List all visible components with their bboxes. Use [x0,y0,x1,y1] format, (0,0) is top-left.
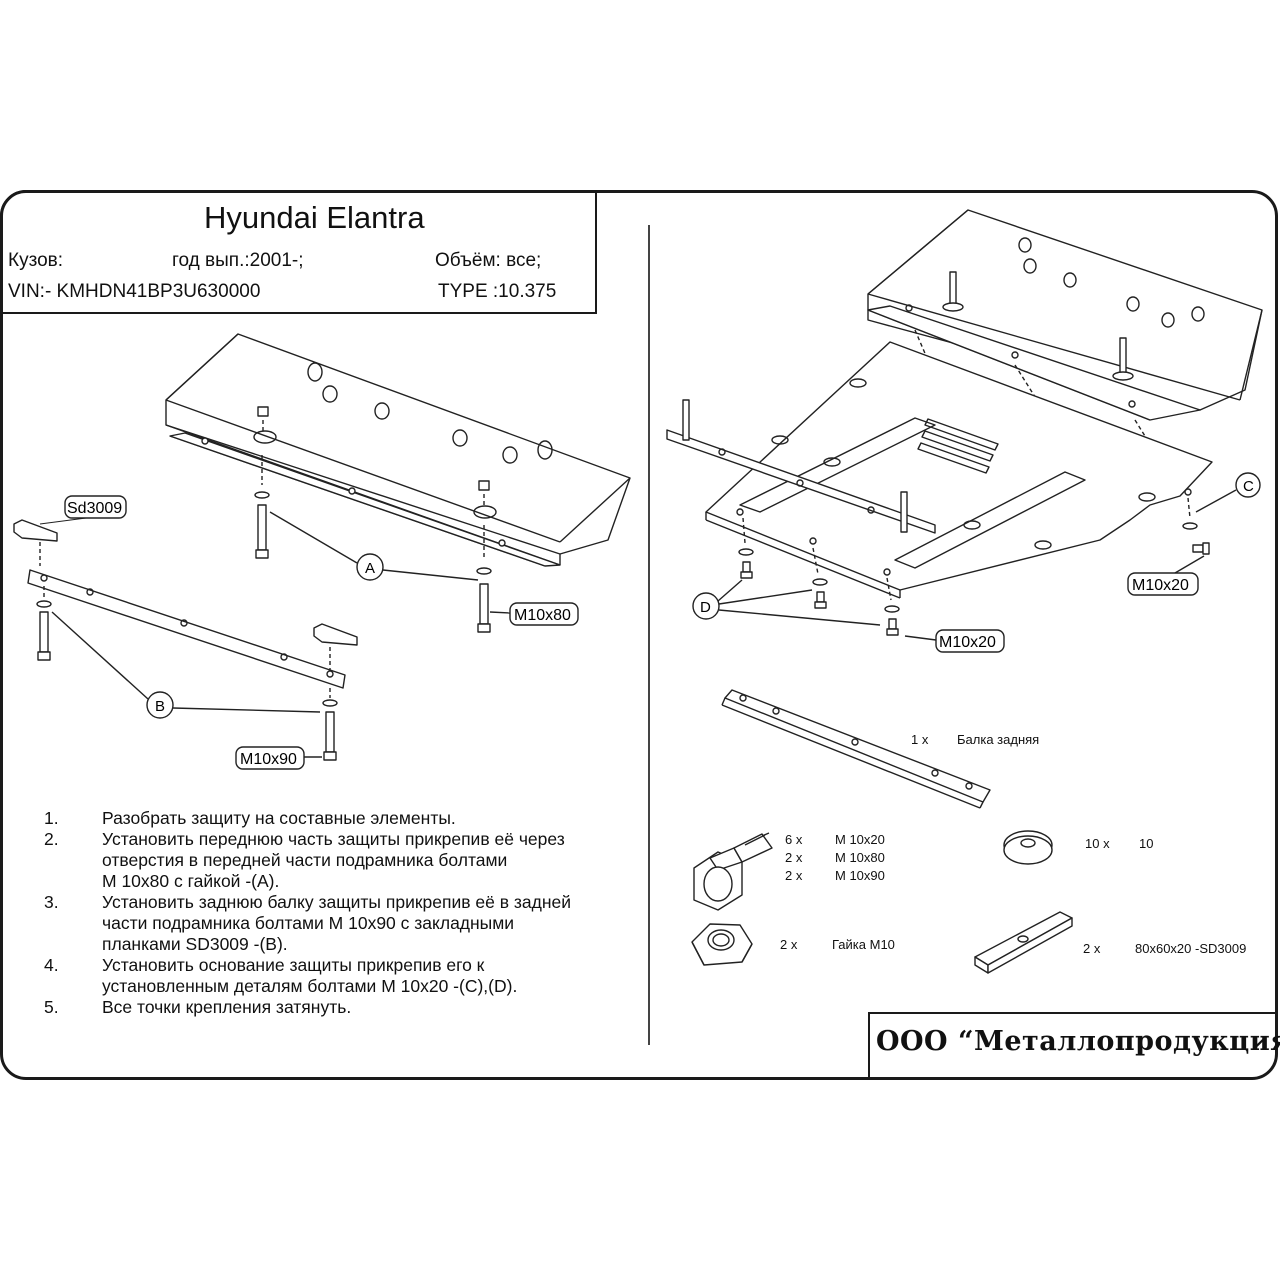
bolt-qty-2: 2 x [785,850,803,865]
year-label: год вып.:2001-; [172,250,304,271]
nut-part [691,923,753,966]
callout-b: B [155,698,165,715]
callout-c: C [1243,478,1254,495]
bolt-a-right [476,525,492,633]
washer-qty: 10 x [1085,836,1110,851]
brand-box [868,1012,1278,1080]
vin-label: VIN:- KMHDN41BP3U630000 [8,281,261,302]
base-plate-right [705,341,1213,599]
washer-part [1003,830,1053,865]
instruction-item: 2.Установить переднюю часть защиты прикр… [44,829,565,891]
instruction-item: 1.Разобрать защиту на составные элементы… [44,808,456,828]
bolt-part [693,832,773,911]
brand-name: ООО “Металлопродукция” [876,1026,1280,1057]
m10x90-label: M10x90 [240,751,297,768]
bolt-name-1: M 10x20 [835,832,885,847]
instruction-item: 4.Установить основание защиты прикрепив … [44,955,518,996]
instruction-item: 5.Все точки крепления затянуть. [44,997,352,1017]
bolt-a-left [254,455,270,559]
beam-part [721,689,991,809]
bolt-name-2: M 10x80 [835,850,885,865]
callout-a: A [365,560,375,577]
rear-beam-left [13,519,358,761]
type-label: TYPE :10.375 [438,281,557,302]
bolt-qty-1: 6 x [785,832,803,847]
bolt-qty-3: 2 x [785,868,803,883]
center-divider [648,225,650,1045]
plate-qty: 2 x [1083,941,1101,956]
beam-name: Балка задняя [957,732,1040,747]
body-label: Кузов: [8,250,64,271]
model-title: Hyundai Elantra [204,200,425,235]
front-plate-right [867,209,1263,458]
assembly-instructions: 1.Разобрать защиту на составные элементы… [44,808,644,1018]
title-block [0,190,597,314]
nut-name: Гайка М10 [832,937,895,952]
m10x20-label-right: M10x20 [1132,577,1189,594]
bolt-name-3: M 10x90 [835,868,885,883]
washer-name: 10 [1139,836,1154,851]
plate-name: 80x60x20 -SD3009 [1135,941,1247,956]
m10x80-label: M10x80 [514,607,571,624]
front-plate-left [165,333,631,567]
volume-label: Объём: все; [435,250,542,271]
bolts-d-c [738,522,1210,636]
sd3009-label: Sd3009 [67,500,122,517]
nut-qty: 2 x [780,937,798,952]
callout-d: D [700,599,711,616]
drawing-frame [0,190,1278,1080]
m10x20-label-bottom: M10x20 [939,634,996,651]
beam-qty: 1 x [911,732,929,747]
instruction-item: 3.Установить заднюю балку защиты прикреп… [44,892,572,954]
plate-part [974,911,1073,974]
rear-beam-right [666,399,1191,601]
